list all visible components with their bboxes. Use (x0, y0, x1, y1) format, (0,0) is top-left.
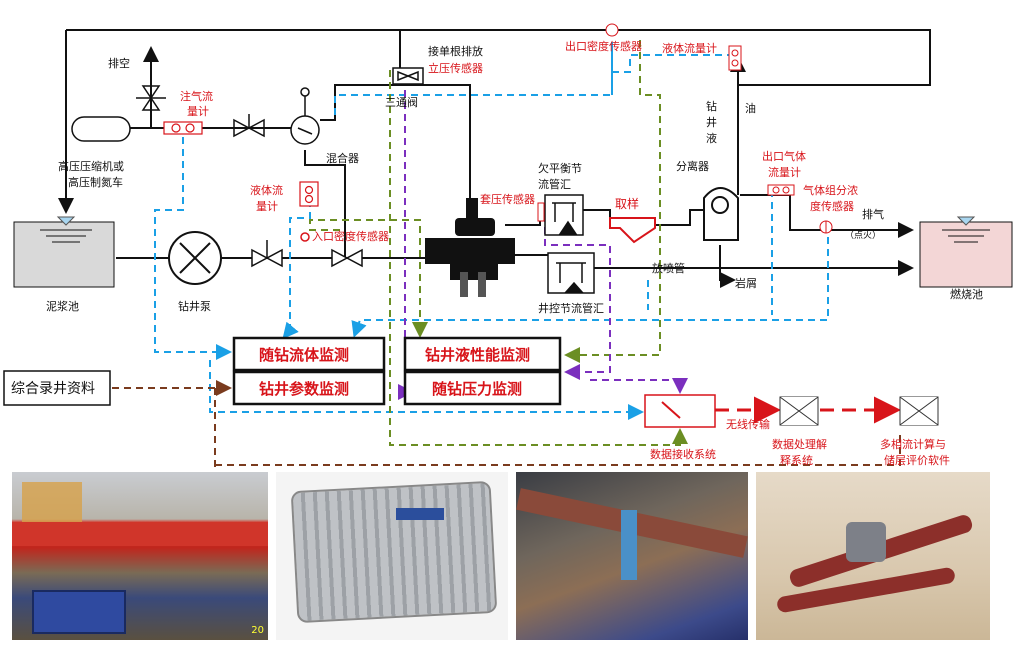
single-discharge-label: 接单根排放 (428, 44, 483, 58)
drill-fluid-label-3: 液 (706, 131, 717, 145)
box-params-label: 钻井参数监测 (259, 380, 349, 398)
gas-comp-label-2: 度传感器 (810, 199, 854, 213)
wireless-label: 无线传输 (726, 417, 770, 431)
underbalance-label-2: 流管汇 (538, 177, 571, 191)
burn-pit-label: 燃烧池 (950, 287, 983, 301)
vent-valve (136, 85, 166, 111)
box-fluid-label: 随钻流体监测 (259, 346, 349, 364)
casing-sensor (537, 202, 545, 222)
oil-label: 油 (745, 101, 756, 115)
outlet-gas-label-2: 流量计 (768, 165, 801, 179)
compressor-label-2: 高压制氮车 (68, 175, 123, 189)
liquid-flow-out-label: 液体流量计 (662, 41, 717, 55)
drill-fluid-label-2: 井 (706, 115, 717, 129)
separator-label: 分离器 (676, 159, 709, 173)
multiphase-meter-photo (756, 472, 990, 640)
gas-flow-label-2: 量计 (187, 105, 209, 118)
mixer (290, 87, 320, 145)
compressor-label-1: 高压压缩机或 (58, 159, 124, 173)
blowout-pipe-label: 放喷管 (652, 261, 685, 275)
drilling-pump (168, 231, 222, 285)
field-equipment-photo: 20 (12, 472, 268, 640)
wellhead (425, 198, 515, 297)
three-way-label: 三通阀 (385, 95, 418, 109)
three-way-valve (392, 67, 424, 85)
processing-system (779, 396, 819, 426)
gas-valve (233, 114, 265, 138)
drill-fluid-label-1: 钻 (706, 99, 717, 113)
multiphase-software (899, 396, 939, 426)
inlet-valve (251, 240, 283, 268)
casing-sensor-label: 套压传感器 (480, 193, 535, 206)
logging-data-box (3, 370, 111, 406)
mixer-label: 混合器 (326, 151, 359, 165)
separator (703, 187, 739, 241)
multiphase-label-2: 储层评价软件 (884, 453, 950, 467)
blue-signal-lines (154, 42, 829, 420)
mud-pit-label: 泥浆池 (46, 299, 79, 313)
exhaust-label: 排气 (862, 207, 884, 221)
processing-label-1: 数据处理解 (772, 437, 827, 451)
outlet-liquid-flowmeter (728, 45, 742, 71)
pump-label: 钻井泵 (178, 299, 211, 313)
vent-label: 排空 (108, 56, 130, 70)
gas-flow-meter (163, 121, 203, 135)
sampling-point (609, 217, 656, 244)
inlet-density-label: 入口密度传感器 (312, 229, 389, 243)
cuttings-label: 岩屑 (735, 276, 757, 290)
gas-comp-label-1: 气体组分浓 (803, 183, 858, 197)
compressor (71, 116, 131, 142)
photo-date-stamp: 20 (251, 625, 264, 636)
outlet-gas-flowmeter (767, 184, 795, 196)
outlet-density-label: 出口密度传感器 (565, 39, 642, 53)
data-receiver (644, 394, 716, 428)
outlet-density-sensor (605, 23, 619, 37)
ignite-label: （点火） (845, 230, 881, 241)
multiphase-label-1: 多相流计算与 (880, 437, 946, 451)
flowmeter-install-photo (516, 472, 748, 640)
liquid-flow-in-label-2: 量计 (256, 200, 278, 213)
box-pressure-label: 随钻压力监测 (432, 380, 522, 398)
density-valve (300, 232, 363, 268)
wellcontrol-manifold (547, 252, 595, 294)
standpipe-sensor-label: 立压传感器 (428, 61, 483, 75)
gas-composition-sensor (819, 220, 833, 234)
green-signal-lines (309, 40, 688, 446)
sampling-label: 取样 (615, 196, 639, 211)
logging-data-label: 综合录井资料 (11, 381, 95, 397)
underbalance-manifold (544, 194, 584, 236)
monitoring-boxes (232, 336, 562, 406)
receiver-device-photo (276, 472, 508, 640)
receiver-label: 数据接收系统 (650, 447, 716, 461)
outlet-gas-label-1: 出口气体 (762, 149, 806, 163)
burn-pit (919, 216, 1013, 288)
box-performance-label: 钻井液性能监测 (425, 346, 530, 364)
brown-data-lines (112, 380, 901, 470)
processing-label-2: 释系统 (780, 454, 813, 467)
liquid-flow-in-label-1: 液体流 (250, 183, 283, 197)
mud-pit (13, 216, 115, 288)
wellcontrol-label: 井控节流管汇 (538, 301, 604, 315)
liquid-flow-meter-in (299, 181, 319, 207)
gas-flow-label-1: 注气流 (180, 89, 213, 103)
underbalance-label-1: 欠平衡节 (538, 161, 582, 175)
